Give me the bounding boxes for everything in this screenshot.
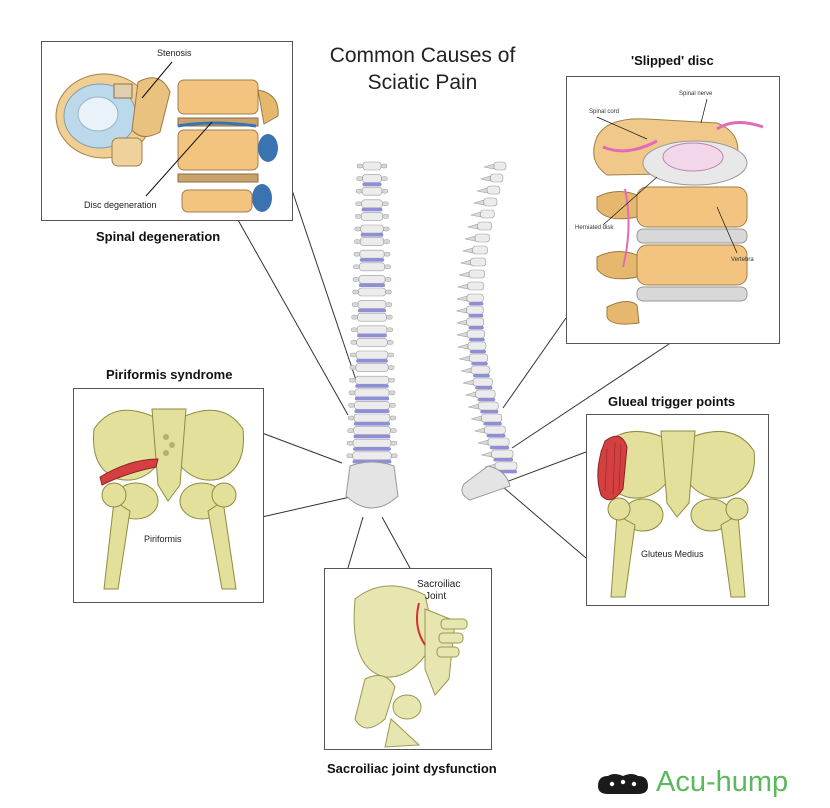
label-sacroiliac-line-2: Joint (425, 591, 447, 602)
panel-spinal-degeneration: Stenosis Disc degeneration (41, 41, 293, 221)
brand-logo: Acu-hump (594, 764, 819, 800)
brand-name: Acu-hump (656, 766, 789, 798)
caption-gluteal-trigger-points: Glueal trigger points (608, 394, 736, 409)
panel-gluteal-trigger-points: Gluteus Medius (586, 414, 769, 606)
panel-slipped-disc: Spinal nerve Spinal cord Herniated disk … (566, 76, 780, 344)
pillow-logo-icon (598, 774, 648, 794)
caption-sacroiliac-joint-dysfunction: Sacroiliac joint dysfunction (327, 761, 497, 776)
slipped-disc-illustration (593, 98, 764, 325)
panel-piriformis-syndrome: Piriformis (73, 388, 264, 603)
panel-sacroiliac-joint: Sacroiliac Joint (324, 568, 492, 750)
caption-slipped-disc: 'Slipped' disc (631, 53, 714, 68)
sacroiliac-illustration (353, 585, 468, 748)
title-line-1: Common Causes of (329, 44, 516, 67)
title-line-2: Sciatic Pain (367, 71, 478, 94)
label-vertebra: Vertebra (731, 257, 754, 263)
label-spinal-cord: Spinal cord (589, 109, 620, 115)
piriformis-illustration (93, 408, 244, 590)
label-disc-degeneration: Disc degeneration (84, 200, 157, 210)
diagram-title: Common Causes of Sciatic Pain (300, 42, 545, 96)
spinal-degeneration-illustration (55, 61, 279, 213)
gluteal-illustration (597, 430, 755, 598)
caption-spinal-degeneration: Spinal degeneration (96, 229, 221, 244)
label-gluteus-medius: Gluteus Medius (641, 549, 704, 559)
caption-piriformis-syndrome: Piriformis syndrome (106, 367, 233, 382)
label-spinal-nerve: Spinal nerve (679, 91, 713, 97)
label-piriformis-muscle: Piriformis (144, 534, 182, 544)
label-sacroiliac-line-1: Sacroiliac (417, 579, 461, 590)
label-stenosis: Stenosis (157, 48, 192, 58)
label-herniated-disk: Herniated disk (575, 225, 614, 231)
